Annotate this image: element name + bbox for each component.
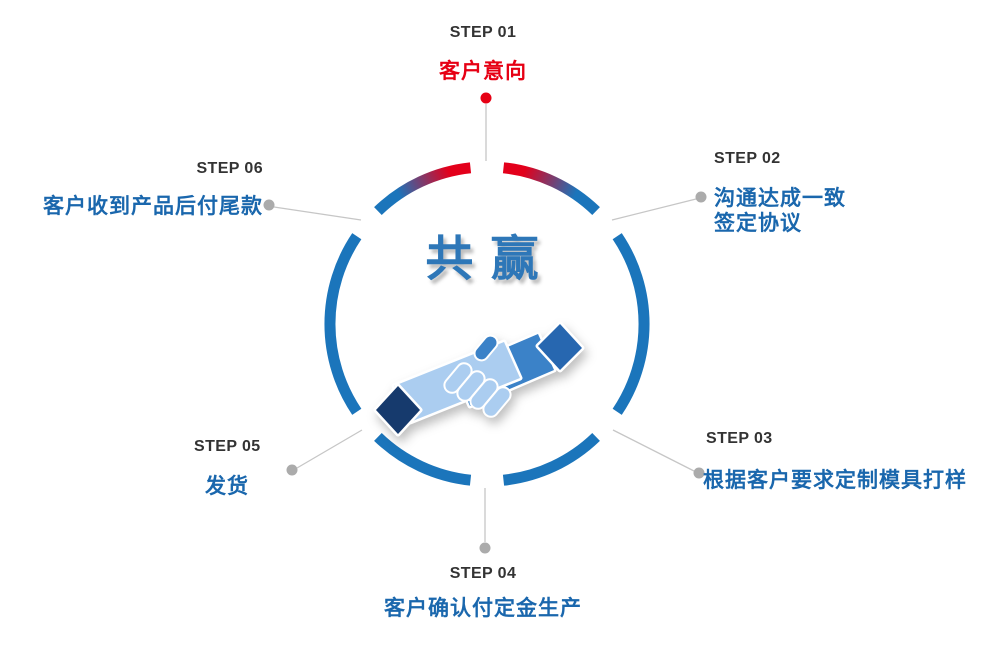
ring-segment-top-right [502,162,600,216]
step-04-dot [479,542,491,554]
ring-segment-top-left [374,162,472,216]
center-title: 共 赢 [425,233,541,286]
step-03-text: 根据客户要求定制模具打样 [703,469,967,492]
step-02-dot [695,191,707,203]
ring-segment-right [612,233,650,415]
handshake-finger-1 [443,362,473,394]
step-05-dot [286,464,298,476]
connector-step-06 [273,206,362,221]
step-06-text: 客户收到产品后付尾款 [43,195,263,218]
step-01-label: STEP 01 [449,24,517,41]
step-03: STEP 03 根据客户要求定制模具打样 [703,430,967,494]
handshake-right-sleeve [535,321,585,373]
connector-step-02 [611,198,697,221]
step-05: STEP 05 发货 [194,438,261,500]
handshake-icon [373,321,585,437]
connector-dots [263,92,707,554]
connector-step-05 [296,429,363,469]
handshake-finger-4 [482,386,512,418]
step-01-dot [480,92,492,104]
ring-segment-bottom-left [374,432,472,486]
ring-segment-bottom-right [502,432,600,486]
step-02-line-2: 签定协议 [714,212,802,235]
step-02-line-1: 沟通达成一致 [714,187,846,210]
step-06-label: STEP 06 [196,160,263,177]
step-04-label: STEP 04 [449,565,517,582]
step-04-text: 客户确认付定金生产 [384,597,582,620]
handshake-right-thumb [473,334,499,362]
step-06: STEP 06 客户收到产品后付尾款 [37,160,263,220]
step-03-dot [693,467,705,479]
step-03-label: STEP 03 [706,430,773,447]
step-02: STEP 02 沟通达成一致 签定协议 [714,150,846,236]
handshake-left-sleeve [373,383,423,437]
handshake-finger-2 [456,370,486,402]
progress-ring [324,162,650,486]
step-01: STEP 01 客户意向 [439,24,527,85]
step-05-label: STEP 05 [194,438,261,455]
handshake-finger-3 [469,378,499,410]
connector-lines [273,104,697,542]
step-01-text: 客户意向 [439,60,527,83]
step-02-label: STEP 02 [714,150,781,167]
step-05-text: 发货 [205,475,249,498]
step-02-text: 沟通达成一致 签定协议 [714,186,846,236]
step-04: STEP 04 客户确认付定金生产 [384,565,582,622]
step-06-dot [263,199,275,211]
ring-segment-left [324,233,362,415]
connector-step-03 [612,429,695,472]
